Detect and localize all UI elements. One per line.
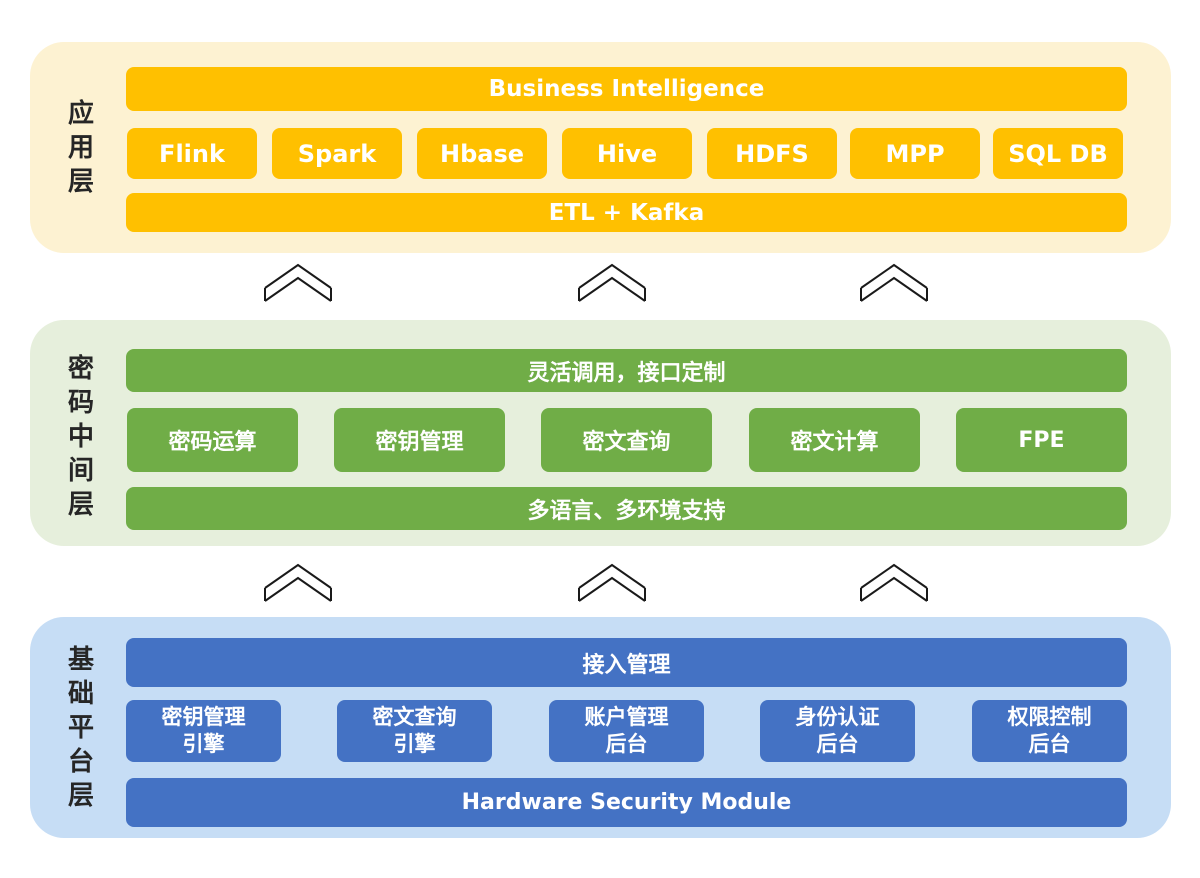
access-management-bar: 接入管理 [126, 638, 1127, 687]
ciphertext-query-box: 密文查询 [541, 408, 712, 472]
key-management-box: 密钥管理 [334, 408, 505, 472]
double-chevron-up-icon [860, 263, 928, 302]
double-chevron-up-icon [578, 263, 646, 302]
hbase-box: Hbase [417, 128, 547, 179]
double-chevron-up-icon [860, 563, 928, 602]
base-layer-label: 基础平台层 [68, 645, 95, 811]
mpp-box: MPP [850, 128, 980, 179]
application-layer: 应用层 Business Intelligence Flink Spark Hb… [30, 42, 1171, 253]
business-intelligence-bar: Business Intelligence [126, 67, 1127, 111]
account-management-backend-box: 账户管理 后台 [549, 700, 704, 762]
fpe-box: FPE [956, 408, 1127, 472]
etl-kafka-bar: ETL + Kafka [126, 193, 1127, 232]
key-management-engine-box: 密钥管理 引擎 [126, 700, 281, 762]
ciphertext-query-engine-box: 密文查询 引擎 [337, 700, 492, 762]
spark-box: Spark [272, 128, 402, 179]
access-control-backend-box: 权限控制 后台 [972, 700, 1127, 762]
identity-auth-backend-box: 身份认证 后台 [760, 700, 915, 762]
ciphertext-compute-box: 密文计算 [749, 408, 920, 472]
multi-language-bar: 多语言、多环境支持 [126, 487, 1127, 530]
application-layer-label: 应用层 [68, 99, 95, 197]
hive-box: Hive [562, 128, 692, 179]
double-chevron-up-icon [264, 563, 332, 602]
hdfs-box: HDFS [707, 128, 837, 179]
sql-db-box: SQL DB [993, 128, 1123, 179]
flexible-invocation-bar: 灵活调用，接口定制 [126, 349, 1127, 392]
middleware-layer-label: 密码中间层 [68, 354, 95, 520]
crypto-middleware-layer: 密码中间层 灵活调用，接口定制 密码运算 密钥管理 密文查询 密文计算 FPE … [30, 320, 1171, 546]
base-platform-layer: 基础平台层 接入管理 密钥管理 引擎 密文查询 引擎 账户管理 后台 身份认证 … [30, 617, 1171, 838]
crypto-operation-box: 密码运算 [127, 408, 298, 472]
hardware-security-module-bar: Hardware Security Module [126, 778, 1127, 827]
flink-box: Flink [127, 128, 257, 179]
double-chevron-up-icon [578, 563, 646, 602]
double-chevron-up-icon [264, 263, 332, 302]
